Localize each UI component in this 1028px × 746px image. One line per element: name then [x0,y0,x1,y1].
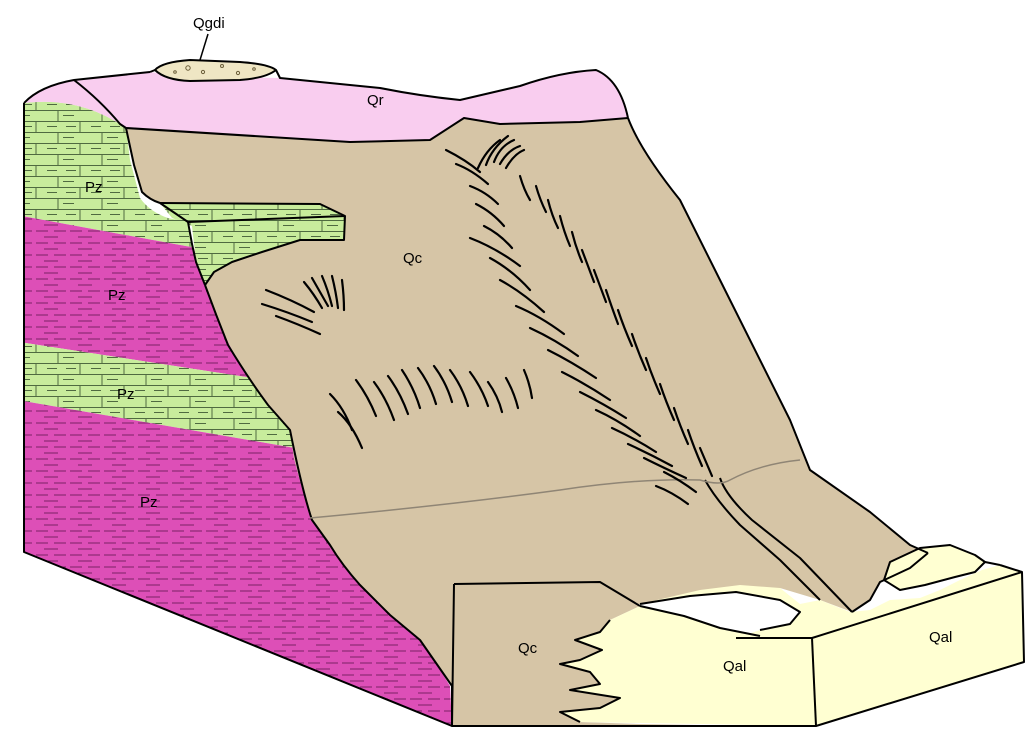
label-pz-2: Pz [108,287,126,304]
label-qal-side: Qal [929,629,952,646]
label-qgdi: Qgdi [193,15,225,32]
label-qc-front: Qc [518,640,538,657]
label-pz-3: Pz [117,386,135,403]
qgdi-leader-line [200,34,208,60]
label-qc-slope: Qc [403,250,423,267]
label-qr: Qr [367,92,384,109]
label-pz-4: Pz [140,494,158,511]
label-pz-1: Pz [85,179,103,196]
label-qal-front: Qal [723,658,746,675]
